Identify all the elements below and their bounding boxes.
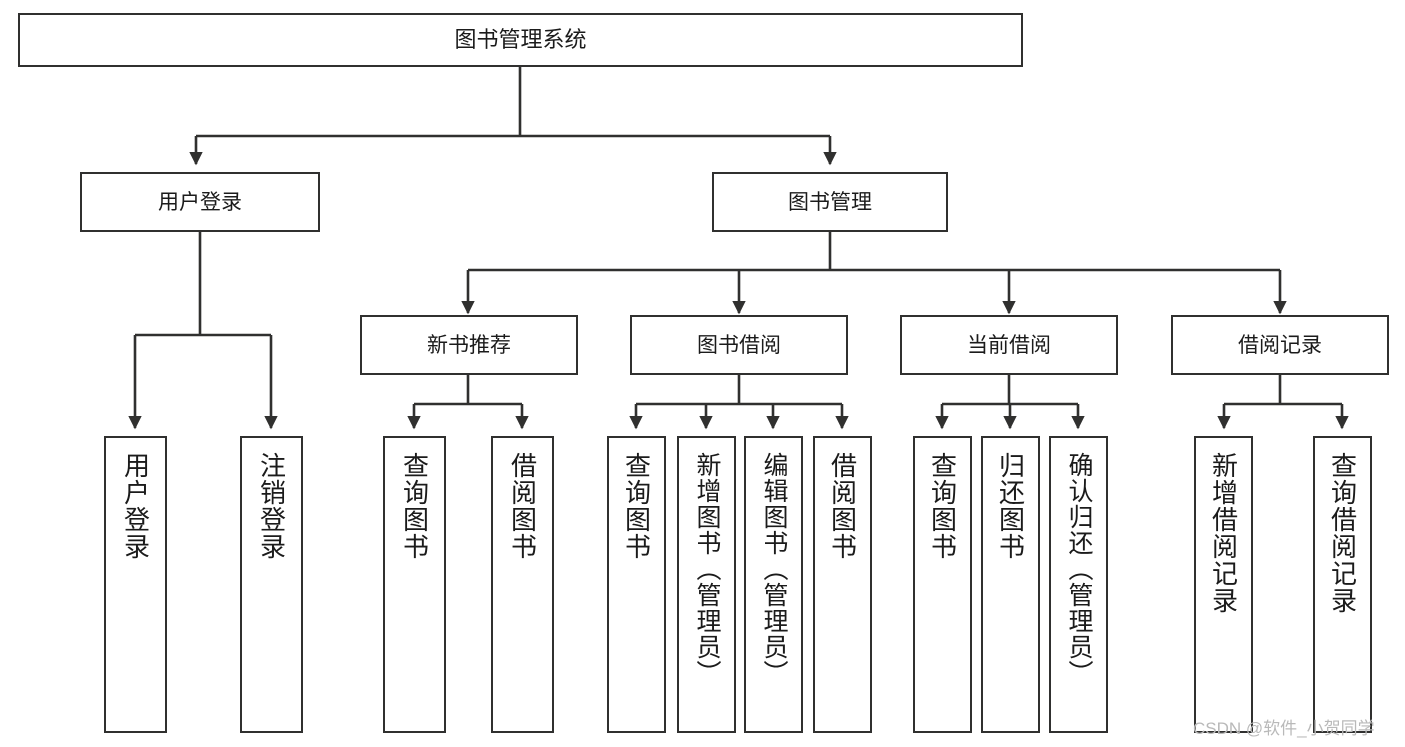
leaf-current-query-book[interactable]: 查询图书 [913, 436, 972, 733]
node-new-book-recommend[interactable]: 新书推荐 [360, 315, 578, 375]
node-root-library-system[interactable]: 图书管理系统 [18, 13, 1023, 67]
node-label: 查询图书 [927, 452, 958, 560]
node-label: 查询图书 [621, 452, 652, 560]
node-label: 图书管理系统 [454, 27, 587, 52]
csdn-watermark: CSDN @软件_小贺同学 [1193, 719, 1375, 738]
node-label: 归还图书 [995, 452, 1026, 560]
node-label: 编辑图书（管理员） [760, 452, 788, 686]
node-label: 新增图书（管理员） [693, 452, 721, 686]
leaf-borrow-edit-book-admin[interactable]: 编辑图书（管理员） [744, 436, 803, 733]
node-current-borrow[interactable]: 当前借阅 [900, 315, 1118, 375]
node-label: 注销登录 [256, 452, 287, 560]
node-label: 图书管理 [788, 190, 872, 214]
leaf-current-return-book[interactable]: 归还图书 [981, 436, 1040, 733]
node-label: 查询图书 [399, 452, 430, 560]
node-label: 借阅记录 [1238, 333, 1322, 357]
node-label: 查询借阅记录 [1327, 452, 1358, 614]
leaf-record-add-borrow-record[interactable]: 新增借阅记录 [1194, 436, 1253, 733]
leaf-borrow-query-book[interactable]: 查询图书 [607, 436, 666, 733]
leaf-recommend-query-book[interactable]: 查询图书 [383, 436, 446, 733]
node-label: 用户登录 [158, 190, 242, 214]
leaf-logout[interactable]: 注销登录 [240, 436, 303, 733]
node-label: 图书借阅 [697, 333, 781, 357]
leaf-user-login[interactable]: 用户登录 [104, 436, 167, 733]
leaf-recommend-borrow-book[interactable]: 借阅图书 [491, 436, 554, 733]
node-book-borrow[interactable]: 图书借阅 [630, 315, 848, 375]
node-label: 新增借阅记录 [1208, 452, 1239, 614]
node-borrow-record[interactable]: 借阅记录 [1171, 315, 1389, 375]
leaf-borrow-borrow-book[interactable]: 借阅图书 [813, 436, 872, 733]
leaf-record-query-borrow-record[interactable]: 查询借阅记录 [1313, 436, 1372, 733]
node-label: 用户登录 [120, 452, 151, 560]
leaf-borrow-add-book-admin[interactable]: 新增图书（管理员） [677, 436, 736, 733]
node-user-login[interactable]: 用户登录 [80, 172, 320, 232]
node-label: 当前借阅 [967, 333, 1051, 357]
node-label: 新书推荐 [427, 333, 511, 357]
leaf-current-confirm-return-admin[interactable]: 确认归还（管理员） [1049, 436, 1108, 733]
node-label: 确认归还（管理员） [1065, 452, 1093, 686]
node-label: 借阅图书 [827, 452, 858, 560]
node-label: 借阅图书 [507, 452, 538, 560]
node-book-management[interactable]: 图书管理 [712, 172, 948, 232]
